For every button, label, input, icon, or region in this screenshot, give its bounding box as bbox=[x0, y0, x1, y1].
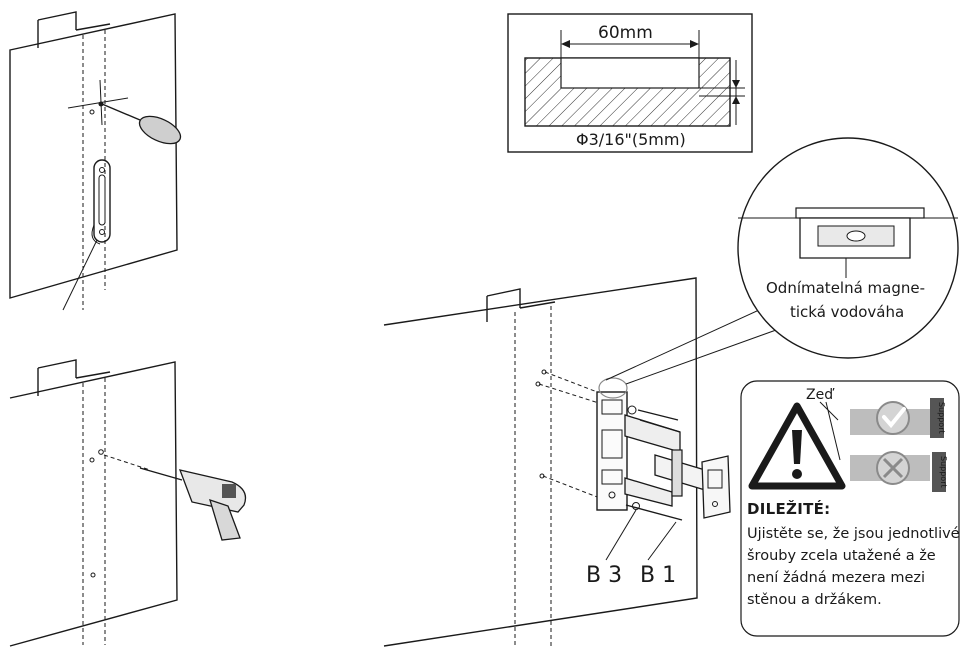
wall-plate bbox=[91, 159, 111, 245]
spirit-level-icon bbox=[795, 207, 925, 259]
warning-box: Zeď Support Support bbox=[740, 380, 960, 637]
wall-label: Zeď bbox=[806, 387, 835, 403]
magnifier-caption-line1: Odnímatelná magne- bbox=[766, 279, 925, 297]
dimension-box: 60mm Φ3/16"(5mm) bbox=[507, 13, 753, 153]
screwdriver-icon bbox=[101, 103, 182, 145]
magnifier-detail: Odnímatelná magne- tická vodováha bbox=[737, 137, 959, 359]
panel-drilling bbox=[9, 359, 247, 647]
warning-body: Ujistěte se, že jsou jednotlivé šrouby z… bbox=[747, 526, 960, 608]
support-tag-top: Support bbox=[937, 402, 946, 434]
part-b3-label: B 3 bbox=[586, 563, 622, 588]
support-tag-bottom: Support bbox=[939, 456, 948, 488]
panel-mounting: B 3 B 1 bbox=[383, 277, 791, 647]
warning-title: DILEŽITÉ: bbox=[747, 500, 831, 518]
check-icon bbox=[876, 401, 910, 435]
magnifier-caption-line2: tická vodováha bbox=[790, 303, 904, 321]
part-b1-label: B 1 bbox=[640, 563, 676, 588]
panel-marking bbox=[9, 11, 182, 311]
width-label: 60mm bbox=[598, 23, 653, 43]
cross-icon bbox=[876, 451, 910, 485]
wall-bracket bbox=[596, 377, 731, 521]
warning-icon bbox=[748, 402, 846, 490]
hole-label: Φ3/16"(5mm) bbox=[576, 130, 686, 149]
drill-icon bbox=[139, 467, 247, 541]
